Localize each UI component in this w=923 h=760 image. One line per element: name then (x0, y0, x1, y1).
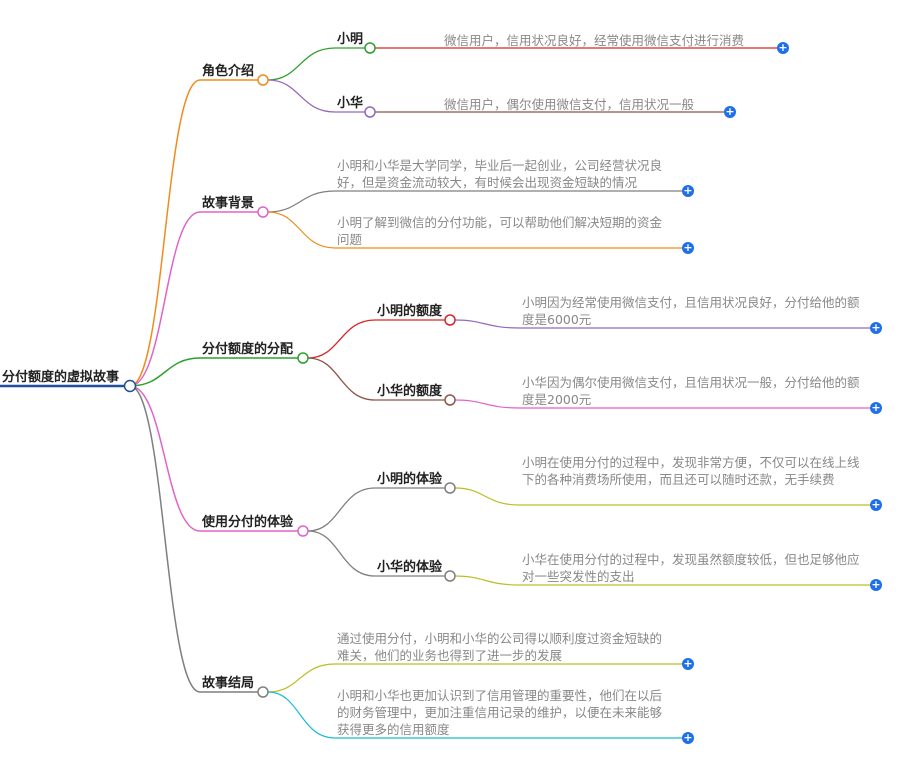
node-allocation[interactable] (297, 352, 309, 364)
edge-root-experience (129, 385, 298, 532)
node-ending[interactable] (257, 686, 269, 698)
edge-allocation-xiaohua (307, 357, 445, 401)
node-xiaoming-quota[interactable] (444, 314, 456, 326)
node-background[interactable] (257, 206, 269, 218)
expand-button[interactable]: + (682, 657, 694, 670)
edge-root-background (129, 211, 258, 387)
expand-button[interactable]: + (724, 105, 736, 118)
node-xiaohua-exp[interactable] (444, 570, 456, 582)
edge-root-role (129, 79, 258, 387)
expand-button[interactable]: + (682, 731, 694, 744)
edge-role-xiaohua (267, 79, 365, 113)
root-node[interactable] (123, 379, 137, 393)
leaf-ending-1: 通过使用分付，小明和小华的公司得以顺利度过资金短缺的难关，他们的业务也得到了进一… (337, 631, 663, 663)
leaf-background-1: 小明和小华是大学同学，毕业后一起创业，公司经营状况良好，但是资金流动较大，有时候… (337, 158, 663, 190)
leaf-xiaoming-role: 微信用户，信用状况良好，经常使用微信支付进行消费 (444, 33, 745, 48)
leaf-xiaoming-exp: 小明在使用分付的过程中，发现非常方便，不仅可以在线上线下的各种消费场所使用，而且… (522, 455, 860, 487)
edge-background-leaf1 (267, 190, 682, 213)
leaf-xiaohua-exp: 小华在使用分付的过程中，发现虽然额度较低，但也足够他应对一些突发性的支出 (522, 552, 860, 584)
expand-button[interactable]: + (870, 498, 882, 511)
edge-experience-xiaoming (307, 487, 445, 532)
child-label-xiaoming-exp: 小明的体验 (377, 472, 443, 487)
leaf-background-2: 小明了解到微信的分付功能，可以帮助他们解决短期的资金问题 (337, 215, 663, 247)
branch-label-ending: 故事结局 (202, 676, 255, 691)
node-experience[interactable] (297, 525, 309, 537)
edge-xiaoming-quota-leaf (454, 319, 870, 329)
branch-label-background: 故事背景 (202, 196, 255, 211)
root-label: 分付额度的虚拟故事 (2, 370, 120, 385)
child-label-xiaohua-exp: 小华的体验 (377, 560, 443, 575)
node-xiaoming-exp[interactable] (444, 482, 456, 494)
expand-button[interactable]: + (870, 401, 882, 414)
edge-allocation-xiaoming (307, 319, 445, 359)
child-label-xiaoming: 小明 (337, 32, 364, 47)
branch-label-allocation: 分付额度的分配 (202, 342, 294, 357)
leaf-xiaoming-quota: 小明因为经常使用微信支付，且信用状况良好，分付给他的额度是6000元 (522, 295, 860, 327)
child-label-xiaoming-quota: 小明的额度 (377, 304, 443, 319)
node-xiaohua-quota[interactable] (444, 394, 456, 406)
edge-xiaohua-quota-leaf (454, 399, 870, 409)
leaf-ending-2: 小明和小华也更加认识到了信用管理的重要性，他们在以后的财务管理中，更加注重信用记… (337, 688, 663, 737)
node-role[interactable] (257, 74, 269, 86)
edge-root-allocation (129, 357, 298, 387)
edge-root-ending (129, 385, 258, 693)
expand-button[interactable]: + (870, 578, 882, 591)
expand-button[interactable]: + (870, 321, 882, 334)
edge-experience-xiaohua (307, 530, 445, 577)
child-label-xiaohua-quota: 小华的额度 (377, 384, 443, 399)
expand-button[interactable]: + (682, 241, 694, 254)
expand-button[interactable]: + (682, 184, 694, 197)
edge-ending-leaf2 (267, 691, 682, 739)
child-label-xiaohua: 小华 (337, 96, 364, 111)
edge-background-leaf2 (267, 211, 682, 249)
edge-role-xiaoming (267, 47, 365, 81)
leaf-xiaohua-quota: 小华因为偶尔使用微信支付，且信用状况一般，分付给他的额度是2000元 (522, 375, 860, 407)
edge-ending-leaf1 (267, 663, 682, 693)
leaf-xiaohua-role: 微信用户，偶尔使用微信支付，信用状况一般 (444, 97, 695, 112)
edge-xiaoming-exp-leaf (454, 487, 870, 506)
branch-label-experience: 使用分付的体验 (202, 515, 294, 530)
node-xiaoming[interactable] (364, 42, 376, 54)
node-xiaohua[interactable] (364, 106, 376, 118)
branch-label-role: 角色介绍 (202, 64, 255, 79)
expand-button[interactable]: + (777, 41, 789, 54)
edge-xiaohua-exp-leaf (454, 575, 870, 586)
